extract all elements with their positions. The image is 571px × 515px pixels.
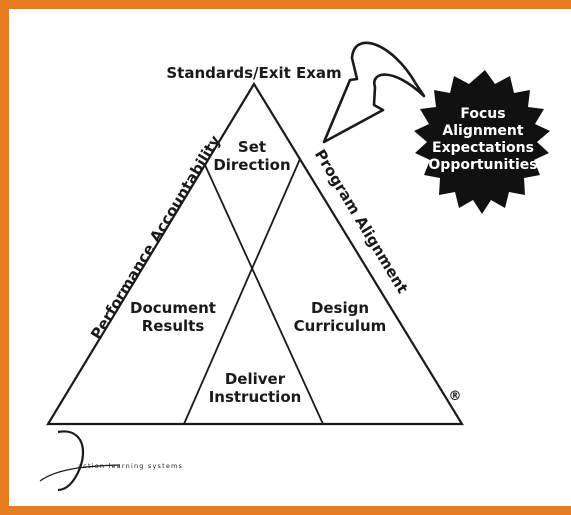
burst-line-alignment: Alignment (442, 123, 523, 139)
registered-mark: ® (449, 389, 462, 404)
deliver-instruction-label: Deliver Instruction (209, 370, 302, 406)
right-side-label: Program Alignment (311, 146, 412, 296)
document-results-line-1: Document (130, 299, 216, 317)
burst-line-focus: Focus (460, 106, 505, 122)
logo-underline-icon (39, 464, 121, 482)
design-curriculum-line-2: Curriculum (294, 317, 387, 335)
curved-arrow-icon (322, 41, 426, 144)
left-inner-line (204, 164, 324, 425)
burst-text: Focus Alignment Expectations Opportuniti… (428, 106, 537, 173)
set-direction-line-2: Direction (213, 156, 290, 174)
right-inner-line (183, 158, 301, 425)
burst-line-opportunities: Opportunities (428, 157, 537, 173)
top-label: Standards/Exit Exam (166, 64, 341, 82)
deliver-instruction-line-1: Deliver (225, 370, 286, 388)
logo-text: action learning systems (78, 462, 183, 470)
design-curriculum-label: Design Curriculum (294, 299, 387, 335)
logo-swoosh-icon (57, 430, 85, 492)
main-triangle (46, 81, 464, 426)
document-results-line-2: Results (142, 317, 205, 335)
burst-line-expectations: Expectations (432, 140, 534, 156)
starburst-icon (414, 70, 550, 214)
deliver-instruction-line-2: Instruction (209, 388, 302, 406)
action-learning-systems-logo: action learning systems (39, 430, 183, 492)
document-results-label: Document Results (130, 299, 216, 335)
set-direction-label: Set Direction (213, 138, 290, 174)
set-direction-line-1: Set (238, 138, 266, 156)
design-curriculum-line-1: Design (311, 299, 369, 317)
